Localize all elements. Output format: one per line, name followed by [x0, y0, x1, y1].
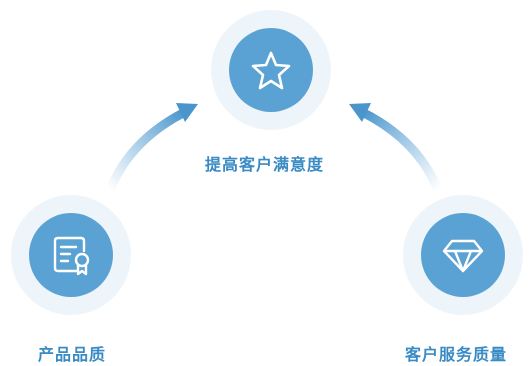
- star-icon: [251, 51, 291, 90]
- diamond-icon: [442, 239, 484, 273]
- right-arrow: [349, 103, 443, 192]
- certificate-icon: [53, 236, 90, 276]
- node-circle: [29, 213, 113, 297]
- node-label: 产品品质: [38, 345, 107, 364]
- node-circle: [229, 28, 313, 112]
- node-label: 提高客户满意度: [205, 155, 325, 174]
- node-circle: [421, 213, 505, 297]
- left-arrow: [105, 103, 198, 192]
- node-label: 客户服务质量: [405, 345, 508, 364]
